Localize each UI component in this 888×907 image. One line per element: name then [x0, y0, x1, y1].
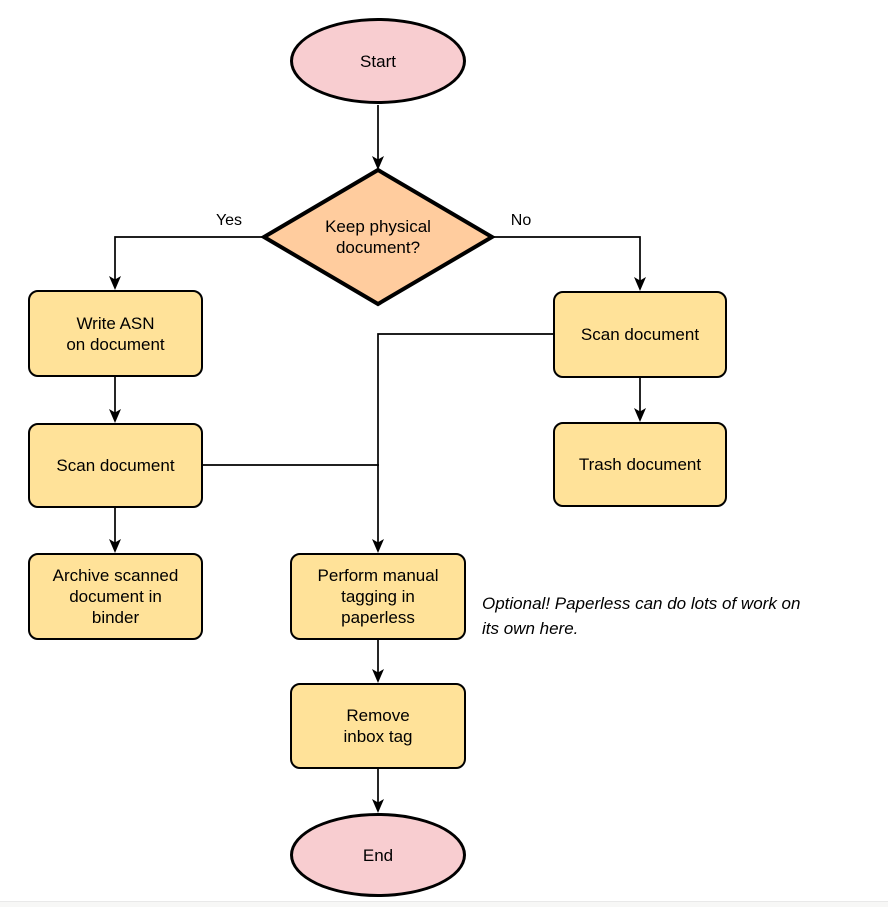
edge-scanright-to-tagging [377, 333, 553, 543]
arrowhead [634, 277, 646, 291]
edge-label-no: No [510, 212, 532, 229]
node-scan-document-right: Scan document [553, 291, 727, 378]
node-decision-label: Keep physical document? [325, 217, 431, 257]
arrowhead [372, 799, 384, 813]
arrowhead [109, 409, 121, 423]
edge-label-yes: Yes [215, 212, 243, 229]
annotation-optional-note: Optional! Paperless can do lots of work … [482, 594, 801, 638]
decision-diamond-shape [260, 167, 496, 307]
edge-decision-yes [114, 236, 264, 280]
node-remove-inbox-tag: Remove inbox tag [290, 683, 466, 769]
arrowhead [109, 539, 121, 553]
arrowhead [372, 539, 384, 553]
arrowhead [372, 156, 384, 170]
node-archive-binder: Archive scanned document in binder [28, 553, 203, 640]
edge-decision-no [492, 236, 641, 281]
bottom-page-edge [0, 901, 888, 907]
node-scan-document-left: Scan document [28, 423, 203, 508]
node-manual-tagging: Perform manual tagging in paperless [290, 553, 466, 640]
node-trash-document: Trash document [553, 422, 727, 507]
arrowhead [109, 276, 121, 290]
node-start: Start [290, 18, 466, 104]
node-write-asn: Write ASN on document [28, 290, 203, 377]
arrowhead [372, 669, 384, 683]
arrowhead [634, 408, 646, 422]
node-end: End [290, 813, 466, 897]
